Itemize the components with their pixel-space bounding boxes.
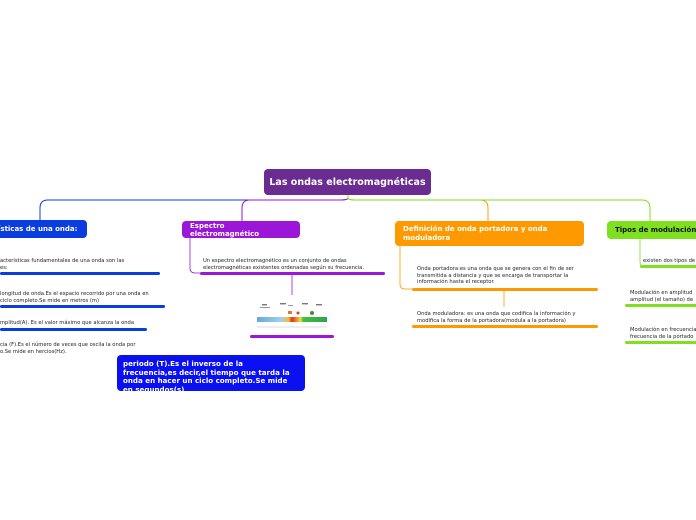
espectro-item-1-underline <box>200 272 385 275</box>
branch-definicion[interactable]: Definición de onda portadora y onda modu… <box>395 221 584 246</box>
caracteristicas-item-2-underline <box>0 305 165 308</box>
connector-caracteristicas <box>39 195 349 220</box>
definicion-item-1-underline <box>412 288 598 291</box>
tipos-item-3: Modulación en frecuencia frecuencia de l… <box>630 327 696 340</box>
definicion-item-1: Onda portadora:es una onda que se genera… <box>417 266 574 286</box>
electromagnetic-spectrum-image[interactable] <box>254 300 330 332</box>
branch-caracteristicas[interactable]: ísticas de una onda: <box>0 220 87 238</box>
connector-definicion <box>347 195 489 221</box>
connector-definicion-leaf <box>399 246 412 290</box>
definicion-item-2-underline <box>412 325 598 328</box>
connector-espectro-leaf <box>189 238 200 274</box>
root-topic[interactable]: Las ondas electromagnéticas <box>264 169 431 195</box>
branch-tipos[interactable]: Tipos de modulación <box>607 221 696 239</box>
periodo-note-text: periodo (T).Es el inverso de la frecuenc… <box>123 359 290 394</box>
tipos-item-3-underline <box>625 341 696 344</box>
tipos-item-1: existen dos tipos de <box>643 258 696 264</box>
branch-espectro-title: Espectro electromagnético <box>190 221 260 238</box>
caracteristicas-item-1-underline <box>0 272 160 275</box>
caracteristicas-item-3: mplitud(A). Es el valor máximo que alcan… <box>0 320 135 326</box>
caracteristicas-item-4: cia (F).Es el número de veces que oscila… <box>0 342 136 355</box>
spectrum-image-underline <box>250 335 334 338</box>
espectro-item-1: Un espectro electromagnético es un conju… <box>203 258 364 271</box>
branch-tipos-title: Tipos de modulación <box>615 226 696 234</box>
connector-tipos <box>347 195 651 221</box>
tipos-item-2: Modulación en amplitud amplitud (el tama… <box>630 290 694 303</box>
caracteristicas-item-1: acterísticas fundamentales de una onda s… <box>0 258 125 271</box>
periodo-note[interactable]: periodo (T).Es el inverso de la frecuenc… <box>117 355 305 394</box>
branch-espectro[interactable]: Espectro electromagnético <box>182 221 300 238</box>
tipos-item-1-underline <box>640 265 696 268</box>
tipos-item-2-underline <box>625 304 696 307</box>
branch-definicion-title: Definición de onda portadora y onda modu… <box>403 225 548 242</box>
connector-espectro <box>241 195 349 221</box>
root-title: Las ondas electromagnéticas <box>269 176 426 188</box>
definicion-item-2: Onda moduladora: es una onda que codific… <box>417 311 576 324</box>
caracteristicas-item-3-underline <box>0 328 147 331</box>
caracteristicas-item-2: longitud de onda.Es el espacio recorrido… <box>0 291 149 304</box>
branch-caracteristicas-title: ísticas de una onda: <box>0 225 78 233</box>
